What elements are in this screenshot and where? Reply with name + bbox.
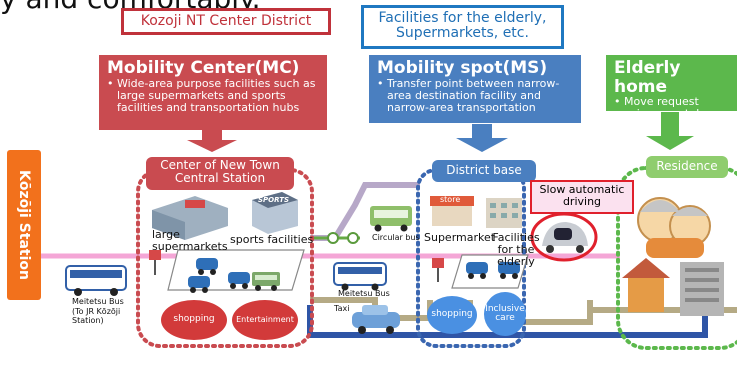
ms-pill: District base	[432, 160, 536, 182]
district-label: Kozoji NT Center District	[121, 8, 331, 36]
bus-stop-sign-icon	[432, 258, 444, 282]
meitetsu-bus-icon	[65, 265, 127, 296]
meitetsu-bus-center-label: Meitetsu Bus	[338, 289, 390, 298]
arrow-down-icon	[646, 112, 694, 150]
car-icon	[466, 262, 488, 279]
shopping-ms-oval: shopping	[427, 296, 477, 334]
taxi-label: Taxi	[334, 304, 350, 313]
sports-building-icon	[252, 192, 298, 234]
entertainment-oval: Entertainment	[232, 300, 298, 340]
car-icon	[498, 262, 520, 279]
eh-desc-line: • Move request	[614, 95, 699, 109]
eh-banner: Elderly home • Move request using smartp…	[606, 55, 737, 120]
bus-stop-sign-icon	[149, 250, 161, 275]
ms-desc-line: narrow-area transportation	[387, 100, 536, 114]
shopping-mc-oval: shopping	[161, 300, 227, 340]
elderly-couple-icon	[637, 197, 711, 258]
mc-desc-line: large supermarkets and sports	[117, 88, 286, 102]
ms-banner: Mobility spot(MS) • Transfer point betwe…	[369, 55, 581, 123]
taxi-icon	[352, 305, 400, 334]
autonomous-vehicle-highlight	[530, 212, 598, 262]
arrow-down-icon	[187, 130, 237, 152]
mc-desc-line: facilities and transportation hubs	[117, 100, 300, 114]
facilities-elderly-label: Facilities for the elderly	[492, 231, 540, 269]
apartment-building-icon	[680, 262, 724, 316]
large-supermarkets-label: large supermarkets	[152, 228, 228, 254]
circular-bus-label: Circular bus	[372, 233, 420, 242]
meitetsu-bus-left-sublabel: (To JR Kōzōji Station)	[72, 307, 121, 325]
supermarket-label: Supermarket	[424, 231, 496, 244]
mc-banner: Mobility Center(MC) • Wide-area purpose …	[99, 55, 327, 130]
elderly-facility-building-icon	[486, 198, 522, 228]
mc-desc-line: • Wide-area purpose facilities such as	[107, 76, 316, 90]
arrow-down-icon	[456, 124, 508, 152]
ms-title: Mobility spot(MS)	[377, 58, 548, 78]
ms-desc-line: • Transfer point between narrow-	[377, 76, 560, 90]
sports-sign: SPORTS	[258, 196, 290, 204]
small-bus-icon	[252, 272, 280, 291]
supermarket-building-icon	[152, 196, 228, 240]
mc-pill: Center of New Town Central Station	[146, 157, 294, 190]
ms-description: • Transfer point between narrow- area de…	[377, 76, 573, 114]
meitetsu-bus-icon	[333, 262, 387, 291]
circular-bus-icon	[370, 206, 412, 232]
house-icon	[622, 258, 670, 312]
ms-desc-line: area destination facility and	[387, 88, 541, 102]
autonomous-vehicle-icon	[542, 222, 588, 253]
car-icon	[196, 258, 218, 275]
kozoji-station-bar	[7, 150, 41, 300]
car-icon	[228, 272, 250, 289]
residence-pill: Residence	[646, 156, 728, 178]
store-sign: store	[440, 195, 461, 204]
mc-title: Mobility Center(MC)	[107, 58, 300, 78]
inclusive-care-oval: Inclusive care	[484, 292, 526, 336]
kozoji-station-text: Kōzōji Station	[16, 169, 32, 280]
facilities-label: Facilities for the elderly, Supermarkets…	[361, 5, 564, 49]
facilities-label-text: Facilities for the elderly, Supermarkets…	[378, 10, 547, 42]
sports-facilities-label: sports facilities	[230, 233, 314, 246]
meitetsu-bus-left-label: Meitetsu Bus	[72, 297, 124, 306]
slow-driving-label: Slow automatic driving	[530, 180, 634, 214]
eh-title: Elderly home	[614, 58, 681, 97]
mc-description: • Wide-area purpose facilities such as l…	[107, 76, 319, 114]
car-icon	[188, 276, 210, 293]
store-building-icon	[430, 196, 474, 226]
